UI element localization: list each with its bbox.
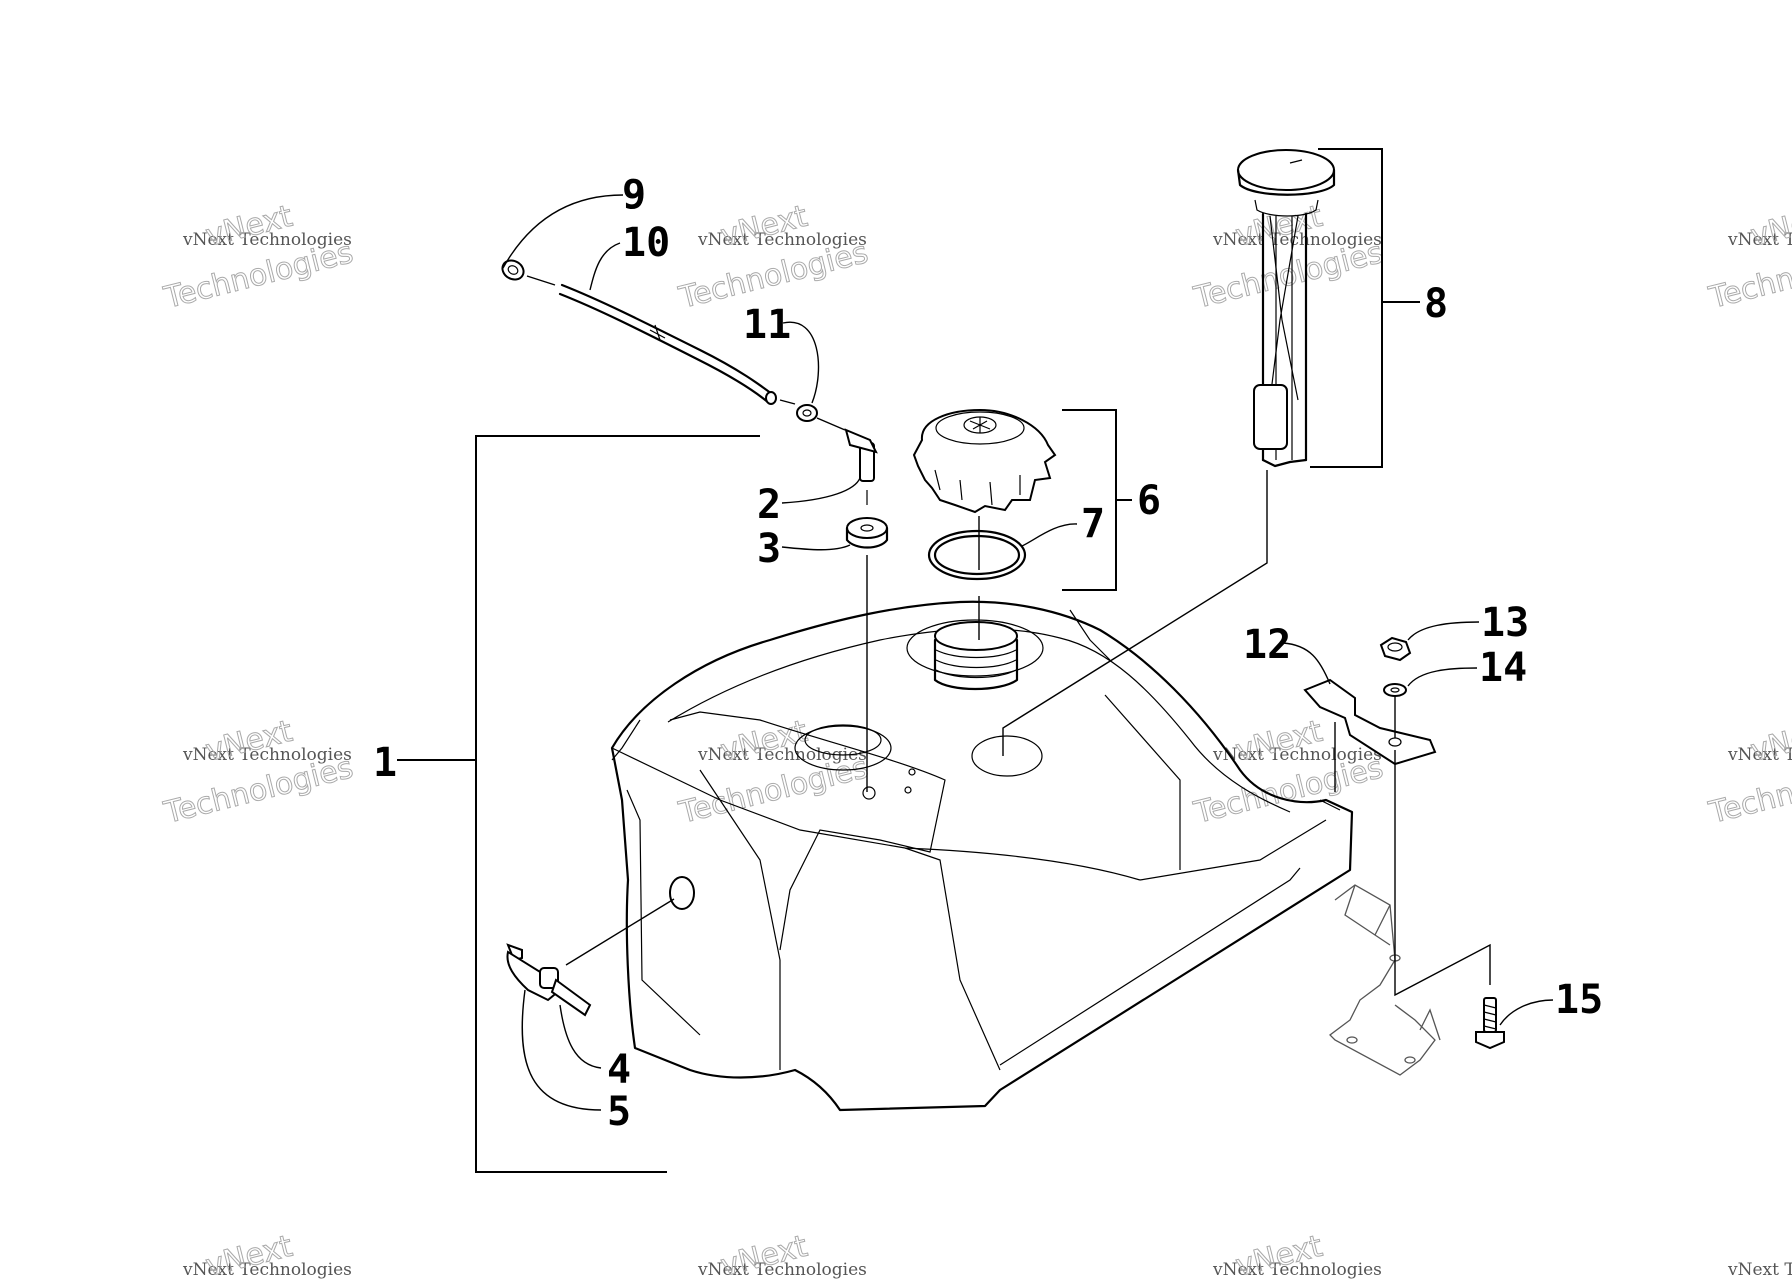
leader-15 xyxy=(1499,999,1554,1026)
svg-text:vNext Technologies: vNext Technologies xyxy=(1727,745,1792,765)
svg-text:vNext Technologies: vNext Technologies xyxy=(1727,1260,1792,1280)
svg-text:vNext Technologies: vNext Technologies xyxy=(1727,230,1792,250)
callout-6: 6 xyxy=(1137,478,1161,524)
fuel-sender-part xyxy=(1236,149,1336,468)
cap-gasket-part xyxy=(927,529,1027,581)
svg-text:vNext: vNext xyxy=(1747,714,1792,769)
tank-assembly-bracket xyxy=(475,435,760,1173)
leader-12 xyxy=(1282,642,1331,685)
leader-2 xyxy=(781,477,861,504)
svg-text:vNext Technologies: vNext Technologies xyxy=(697,745,867,765)
callout-14: 14 xyxy=(1479,645,1527,691)
hose-clamp-part xyxy=(779,399,846,431)
leader-4 xyxy=(559,1004,602,1069)
leader-3 xyxy=(781,544,851,551)
svg-text:vNext Technologies: vNext Technologies xyxy=(182,230,352,250)
frame-mount-ghost xyxy=(1329,884,1441,1076)
cap-assembly-bracket xyxy=(1062,409,1117,591)
flange-bolt-part xyxy=(1475,997,1505,1050)
callout-5: 5 xyxy=(607,1089,631,1135)
svg-text:vNext: vNext xyxy=(1747,199,1792,254)
watermark: vNext Technologies vNext Technologies xyxy=(675,713,872,831)
fuel-tank-part xyxy=(610,600,1354,1112)
watermark: vNext Technologies xyxy=(1727,1260,1792,1280)
svg-text:vNext Technologies: vNext Technologies xyxy=(182,745,352,765)
svg-text:vNext Technologies: vNext Technologies xyxy=(1212,230,1382,250)
svg-text:vNext Technologies: vNext Technologies xyxy=(697,1260,867,1280)
leader-11 xyxy=(782,321,820,404)
svg-text:vNext Technologies: vNext Technologies xyxy=(182,1260,352,1280)
callout-15: 15 xyxy=(1555,977,1603,1023)
callout-labels: 1 2 3 4 5 6 7 8 9 10 11 12 13 14 15 xyxy=(373,172,1603,1135)
watermark: vNext Technologies vNext xyxy=(182,1228,352,1280)
callout-12: 12 xyxy=(1243,622,1291,668)
callout-8: 8 xyxy=(1424,281,1448,327)
lock-nut-part xyxy=(1379,636,1412,662)
leader-14 xyxy=(1407,667,1478,687)
washer-part xyxy=(1383,683,1407,697)
watermark: vNext Technologies vNext xyxy=(1212,1228,1382,1280)
alignment-line xyxy=(565,898,675,966)
callout-3: 3 xyxy=(757,526,781,572)
watermark-layer: vNext Technologies vNext Technologies vN… xyxy=(160,198,1792,1280)
callout-1: 1 xyxy=(373,740,397,786)
callout-9: 9 xyxy=(622,172,646,218)
watermark: vNext Technologies vNext Technologies xyxy=(1705,713,1792,831)
callout-10: 10 xyxy=(622,220,670,266)
watermark: vNext Technologies vNext Technologies xyxy=(160,198,357,316)
watermark: vNext Technologies vNext Technologies xyxy=(675,198,872,316)
watermark: vNext Technologies vNext Technologies xyxy=(160,713,357,831)
leader-7 xyxy=(1021,523,1078,547)
watermark: vNext Technologies vNext xyxy=(697,1228,867,1280)
hose-clip-part xyxy=(501,259,556,286)
sender-assembly-bracket xyxy=(1310,148,1383,468)
watermark: vNext Technologies vNext Technologies xyxy=(1705,198,1792,316)
svg-text:vNext Technologies: vNext Technologies xyxy=(1212,1260,1382,1280)
callout-11: 11 xyxy=(743,302,791,348)
vent-fitting-part xyxy=(844,428,878,505)
callout-2: 2 xyxy=(757,482,781,528)
fuel-petcock-part xyxy=(506,943,592,1017)
leader-9 xyxy=(502,194,624,269)
fuel-cap-part xyxy=(912,408,1057,514)
callout-13: 13 xyxy=(1481,600,1529,646)
svg-text:vNext Technologies: vNext Technologies xyxy=(1212,745,1382,765)
alignment-line xyxy=(1002,470,1268,756)
leader-10 xyxy=(589,242,621,291)
leader-13 xyxy=(1407,621,1480,641)
alignment-line xyxy=(1394,750,1491,997)
callout-7: 7 xyxy=(1081,501,1105,547)
grommet-part xyxy=(845,517,889,549)
svg-text:vNext Technologies: vNext Technologies xyxy=(697,230,867,250)
vent-hose-part xyxy=(558,283,777,405)
callout-4: 4 xyxy=(607,1047,631,1093)
leader-5 xyxy=(521,989,602,1111)
